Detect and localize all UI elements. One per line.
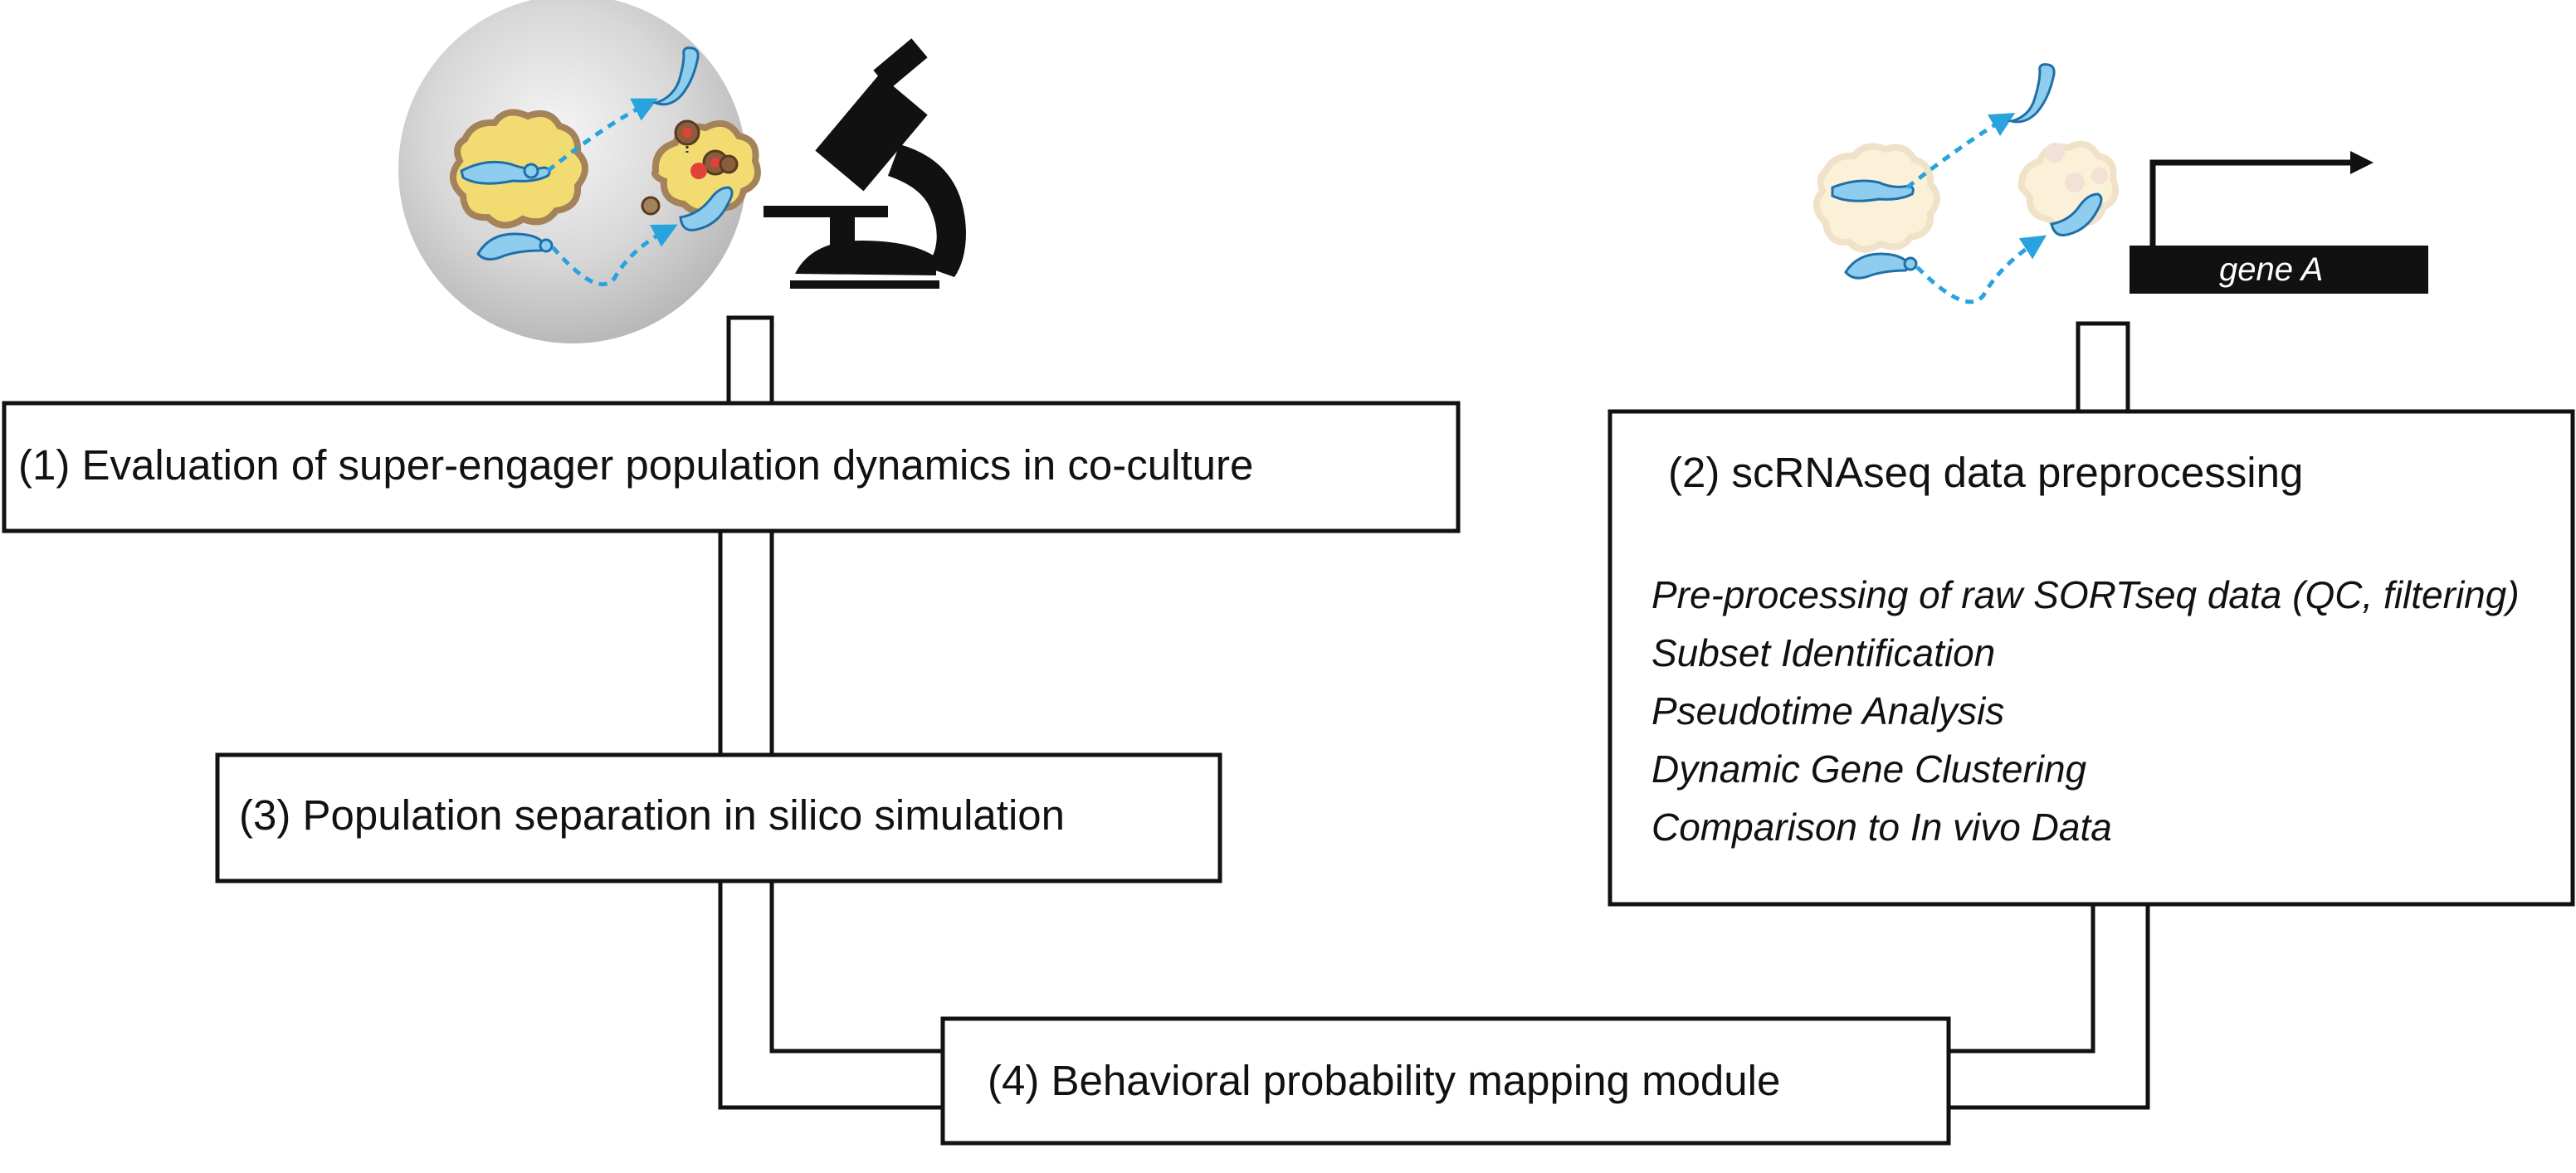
- step-box-3-frame: [215, 752, 1222, 883]
- gene-bar: [2130, 246, 2428, 294]
- step-box-1: (1) Evaluation of super-engager populati…: [2, 401, 1461, 533]
- step-box-2-item: Pre-processing of raw SORTseq data (QC, …: [1651, 573, 2520, 616]
- connector-box2-box4-outer: [1949, 904, 2150, 1110]
- connector-box2-box4-inner: [1949, 904, 2095, 1054]
- step-box-2-frame: [1608, 409, 2575, 907]
- connector-icon-box2: [2076, 321, 2130, 411]
- cell-interaction-icon: [1813, 63, 2119, 304]
- step-box-2-item: Comparison to In vivo Data: [1651, 806, 2112, 849]
- step-box-4: (4) Behavioral probability mapping modul…: [940, 1016, 1951, 1146]
- step-box-3-label: (3) Population separation in silico simu…: [239, 791, 1065, 839]
- step-box-2-item: Dynamic Gene Clustering: [1651, 747, 2087, 791]
- step-box-2-item: Subset Identification: [1651, 631, 1995, 674]
- step-box-4-frame: [940, 1016, 1951, 1146]
- step-box-2: (2) scRNAseq data preprocessing Pre-proc…: [1608, 409, 2575, 907]
- co-culture-sphere-icon: [398, 0, 761, 343]
- gene-promoter-icon: gene A: [2130, 151, 2428, 294]
- microscope-icon: [764, 38, 966, 289]
- connector-lines: [718, 315, 2150, 1110]
- connector-box1-box4-outer: [718, 531, 944, 1110]
- step-box-2-label: (2) scRNAseq data preprocessing: [1668, 449, 2303, 496]
- connector-box3-box4: [769, 881, 944, 1054]
- gene-label: gene A: [2219, 251, 2323, 288]
- step-box-1-label: (1) Evaluation of super-engager populati…: [18, 441, 1253, 489]
- step-box-4-label: (4) Behavioral probability mapping modul…: [988, 1057, 1780, 1104]
- step-box-3: (3) Population separation in silico simu…: [215, 752, 1222, 883]
- connector-sphere-box1: [726, 315, 774, 403]
- step-box-1-frame: [2, 401, 1461, 533]
- step-box-2-item: Pseudotime Analysis: [1651, 689, 2004, 733]
